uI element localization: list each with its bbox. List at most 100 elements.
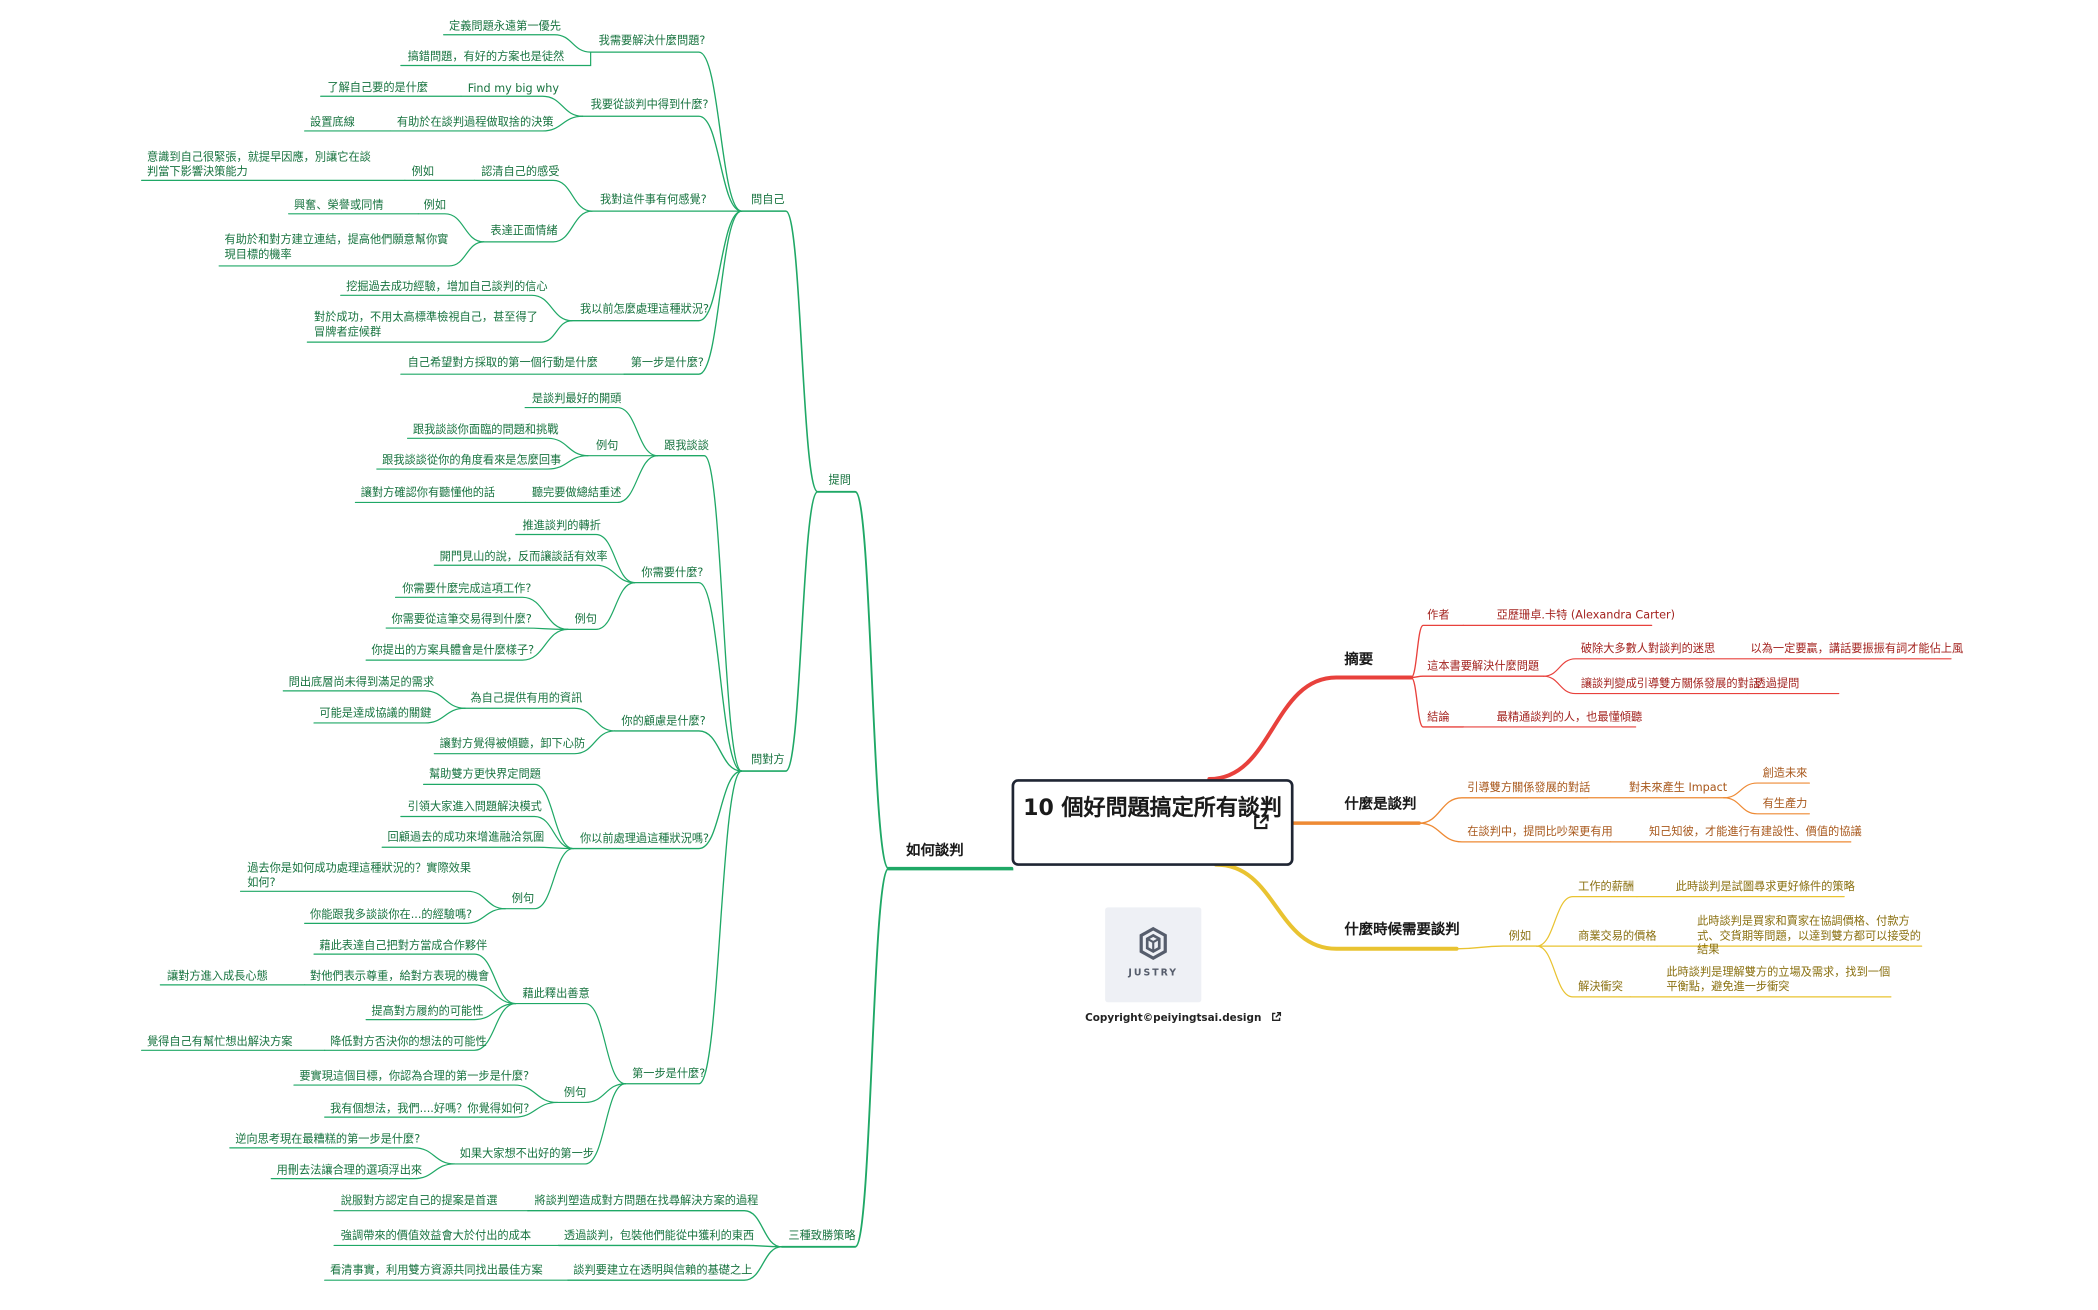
node-book-b1[interactable]: 透過提問 <box>1754 676 1800 690</box>
node-o2[interactable]: 你需要什麼? <box>641 565 704 579</box>
node-when[interactable]: 什麼時候需要談判 <box>1344 920 1460 939</box>
node-book-b[interactable]: 讓談判變成引導雙方關係發展的對話 <box>1580 676 1760 690</box>
node-s3b1[interactable]: 興奮、榮譽或同情 <box>293 197 384 212</box>
node-o3a1[interactable]: 問出底層尚未得到滿足的需求 <box>288 674 435 689</box>
node-s2b[interactable]: 有助於在談判過程做取捨的決策 <box>396 114 554 129</box>
node-t3[interactable]: 談判要建立在透明與信賴的基礎之上 <box>573 1262 753 1277</box>
node-what-a1[interactable]: 對未來產生 Impact <box>1628 780 1728 794</box>
node-t2a[interactable]: 強調帶來的價值效益會大於付出的成本 <box>340 1228 532 1242</box>
node-o1b2[interactable]: 跟我談談從你的角度看來是怎麼回事 <box>382 453 562 467</box>
node-o4c[interactable]: 回顧過去的成功來增進融洽氛圍 <box>387 829 545 844</box>
node-w2a[interactable]: 此時談判是買家和賣家在協調價格、付款方式、交貨期等問題，以達到雙方都可以接受的結… <box>1697 914 1921 956</box>
node-o2c[interactable]: 例句 <box>574 612 597 626</box>
node-o4d[interactable]: 例句 <box>511 891 535 905</box>
node-book-a1[interactable]: 以為一定要贏，講話要振振有詞才能佔上風 <box>1750 641 1964 655</box>
node-o5c2[interactable]: 用刪去法讓合理的選項浮出來 <box>276 1162 423 1176</box>
node-when-eg[interactable]: 例如 <box>1508 928 1532 943</box>
node-t1a[interactable]: 說服對方認定自己的提案是首選 <box>340 1193 498 1207</box>
node-o5b[interactable]: 例句 <box>563 1085 587 1099</box>
node-o1b[interactable]: 例句 <box>595 438 619 452</box>
node-o5a4[interactable]: 降低對方否決你的想法的可能性 <box>330 1034 487 1048</box>
node-o5a3[interactable]: 提高對方履約的可能性 <box>371 1003 484 1017</box>
node-ask[interactable]: 提問 <box>828 473 851 487</box>
node-s2a[interactable]: Find my big why <box>467 81 560 95</box>
node-what-b1[interactable]: 知己知彼，才能進行有建設性、價值的協議 <box>1648 824 1862 838</box>
node-how[interactable]: 如何談判 <box>906 841 964 860</box>
node-w3a[interactable]: 此時談判是理解雙方的立場及需求，找到一個平衡點，避免進一步衝突 <box>1666 964 1891 993</box>
node-o3a[interactable]: 為自己提供有用的資訊 <box>470 690 583 705</box>
node-o5a4x[interactable]: 覺得自己有幫忙想出解決方案 <box>146 1034 293 1048</box>
node-summary[interactable]: 摘要 <box>1344 650 1374 669</box>
node-s3b[interactable]: 表達正面情緒 <box>490 223 558 237</box>
node-s5a[interactable]: 自己希望對方採取的第一個行動是什麼 <box>407 355 598 369</box>
node-o5c1[interactable]: 逆向思考現在最糟糕的第一步是什麼? <box>235 1131 421 1146</box>
node-s3a1[interactable]: 意識到自己很緊張，就提早因應，別讓它在談判當下影響決策能力 <box>146 149 371 178</box>
node-s1b[interactable]: 搞錯問題，有好的方案也是徒然 <box>407 49 565 63</box>
root-node[interactable]: 10 個好問題搞定所有談判 <box>1011 779 1294 866</box>
node-o5c[interactable]: 如果大家想不出好的第一步 <box>459 1146 594 1160</box>
node-o4d2[interactable]: 你能跟我多談談你在...的經驗嗎? <box>310 907 473 921</box>
node-conclusion[interactable]: 結論 <box>1427 709 1450 723</box>
node-self[interactable]: 問自己 <box>751 192 785 206</box>
node-o4d1[interactable]: 過去你是如何成功處理這種狀況的？實際效果如何? <box>247 860 472 888</box>
node-s4a[interactable]: 挖掘過去成功經驗，增加自己談判的信心 <box>346 279 548 293</box>
node-s3b-eg[interactable]: 例如 <box>423 197 446 212</box>
node-s3a-eg[interactable]: 例如 <box>411 164 434 178</box>
copyright-link[interactable]: Copyright©peiyingtsai.design <box>1085 1012 1281 1024</box>
node-o2c3[interactable]: 你提出的方案具體會是什麼樣子? <box>371 642 535 657</box>
node-o3b[interactable]: 讓對方覺得被傾聽，卸下心防 <box>439 736 586 750</box>
node-s1a[interactable]: 定義問題永遠第一優先 <box>448 18 561 33</box>
node-w2[interactable]: 商業交易的價格 <box>1578 928 1657 943</box>
node-w1[interactable]: 工作的薪酬 <box>1578 879 1635 893</box>
node-book-a[interactable]: 破除大多數人對談判的迷思 <box>1580 641 1716 655</box>
node-three[interactable]: 三種致勝策略 <box>788 1228 856 1242</box>
node-o1a[interactable]: 是談判最好的開頭 <box>531 391 622 405</box>
node-o2c1[interactable]: 你需要什麼完成這項工作? <box>402 581 532 595</box>
node-s2b1[interactable]: 設置底線 <box>310 114 355 129</box>
node-author-name[interactable]: 亞歷珊卓.卡特 (Alexandra Carter) <box>1496 608 1675 622</box>
node-book[interactable]: 這本書要解決什麼問題 <box>1427 658 1540 673</box>
node-what-b[interactable]: 在談判中，提問比吵架更有用 <box>1467 824 1613 838</box>
node-o5[interactable]: 第一步是什麼? <box>632 1066 706 1080</box>
node-s3b2[interactable]: 有助於和對方建立連結，提高他們願意幫你實現目標的機率 <box>224 232 449 260</box>
node-s2[interactable]: 我要從談判中得到什麼? <box>590 97 709 111</box>
node-s3a[interactable]: 認清自己的感受 <box>481 164 560 178</box>
node-o2a[interactable]: 推進談判的轉折 <box>522 518 601 532</box>
node-o1c1[interactable]: 讓對方確認你有聽懂他的話 <box>360 485 496 499</box>
external-link-icon[interactable] <box>1252 814 1269 831</box>
node-what-a[interactable]: 引導雙方關係發展的對話 <box>1467 780 1591 794</box>
node-s2a1[interactable]: 了解自己要的是什麼 <box>327 80 429 94</box>
node-s4b[interactable]: 對於成功，不用太高標準檢視自己，甚至得了冒牌者症候群 <box>314 310 538 338</box>
node-o3a2[interactable]: 可能是達成協議的關鍵 <box>319 705 432 719</box>
node-w3[interactable]: 解決衝突 <box>1578 979 1623 993</box>
node-w1a[interactable]: 此時談判是試圖尋求更好條件的策略 <box>1675 879 1855 893</box>
node-o3[interactable]: 你的顧慮是什麼? <box>621 713 706 727</box>
node-what-a1a[interactable]: 創造未來 <box>1762 765 1808 780</box>
node-t3a[interactable]: 看清事實，利用雙方資源共同找出最佳方案 <box>330 1262 543 1277</box>
node-o5b2[interactable]: 我有個想法，我們....好嗎？你覺得如何? <box>330 1101 530 1115</box>
node-t1[interactable]: 將談判塑造成對方問題在找尋解決方案的過程 <box>534 1193 759 1207</box>
node-what[interactable]: 什麼是談判 <box>1344 795 1417 813</box>
node-o5a[interactable]: 藉此釋出善意 <box>522 986 590 1000</box>
node-other[interactable]: 問對方 <box>751 752 785 766</box>
node-s5[interactable]: 第一步是什麼? <box>630 355 704 369</box>
node-s1[interactable]: 我需要解決什麼問題? <box>598 33 706 47</box>
node-o4a[interactable]: 幫助雙方更快界定問題 <box>428 767 541 781</box>
node-s4[interactable]: 我以前怎麼處理這種狀況? <box>579 302 710 316</box>
node-o5a2[interactable]: 對他們表示尊重，給對方表現的機會 <box>310 968 490 983</box>
node-t2[interactable]: 透過談判，包裝他們能從中獲利的東西 <box>563 1228 755 1242</box>
node-o4[interactable]: 你以前處理過這種狀況嗎? <box>579 831 710 845</box>
node-o2b[interactable]: 開門見山的說，反而讓談話有效率 <box>439 549 608 563</box>
node-o1[interactable]: 跟我談談 <box>664 438 709 452</box>
node-o5a2x[interactable]: 讓對方進入成長心態 <box>167 968 268 983</box>
node-author[interactable]: 作者 <box>1427 608 1450 622</box>
node-o2c2[interactable]: 你需要從這筆交易得到什麼? <box>391 612 532 626</box>
node-o1c[interactable]: 聽完要做總結重述 <box>531 485 622 499</box>
node-conclusion-a[interactable]: 最精通談判的人，也最懂傾聽 <box>1496 709 1643 723</box>
node-o4b[interactable]: 引領大家進入問題解決模式 <box>407 799 542 813</box>
node-o5b1[interactable]: 要實現這個目標，你認為合理的第一步是什麼? <box>299 1069 530 1083</box>
node-s3[interactable]: 我對這件事有何感覺? <box>599 192 707 206</box>
node-o5a1[interactable]: 藉此表達自己把對方當成合作夥伴 <box>319 938 488 952</box>
node-what-a1b[interactable]: 有生產力 <box>1762 796 1808 810</box>
node-o1b1[interactable]: 跟我談談你面臨的問題和挑戰 <box>412 422 559 436</box>
